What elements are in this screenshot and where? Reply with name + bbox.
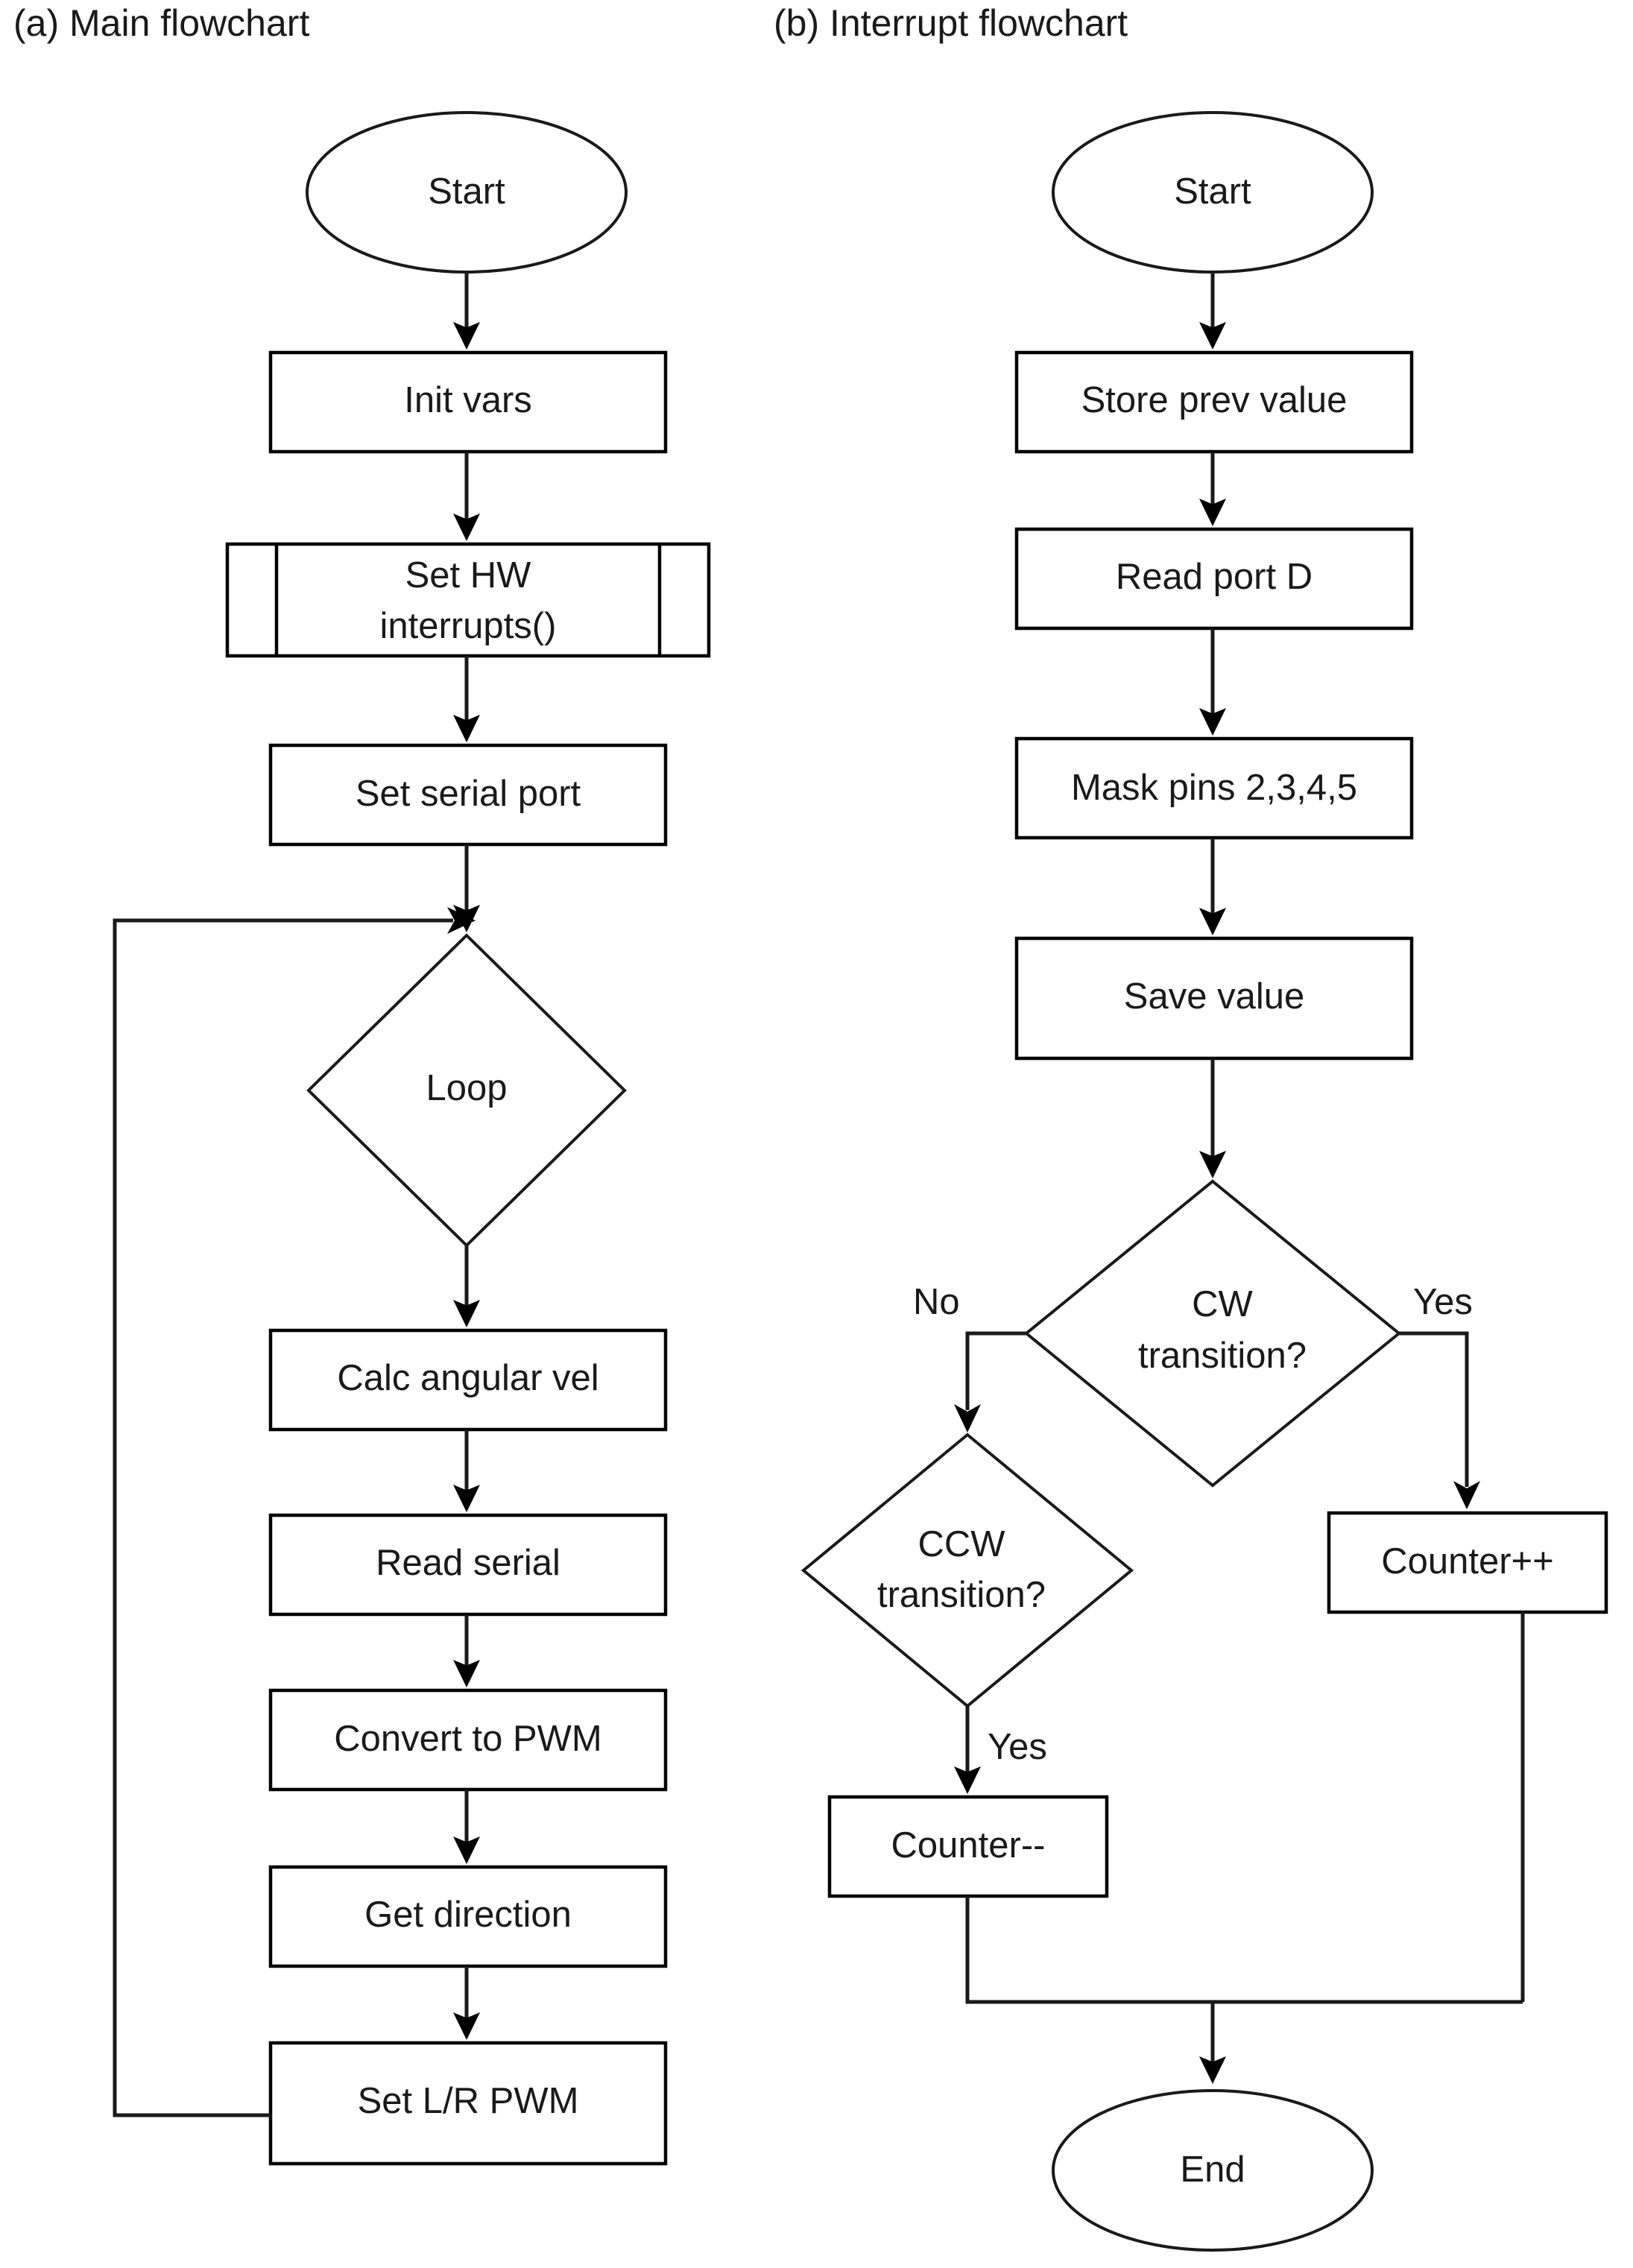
- node-read-serial-label: Read serial: [376, 1543, 560, 1583]
- node-loop-decision[interactable]: Loop: [306, 933, 627, 1248]
- node-set-serial-port[interactable]: Set serial port: [268, 743, 668, 847]
- node-end-interrupt[interactable]: End: [1052, 2089, 1374, 2252]
- panel-caption-main: (a) Main flowchart: [13, 2, 309, 44]
- node-mask-pins[interactable]: Mask pins 2,3,4,5: [1014, 736, 1414, 840]
- node-start-interrupt[interactable]: Start: [1052, 111, 1374, 274]
- edge-feedback-arrowhead: [447, 907, 476, 934]
- node-convert-to-pwm-label: Convert to PWM: [334, 1719, 601, 1759]
- node-store-prev-value-label: Store prev value: [1081, 380, 1348, 420]
- branch-label-cw-no: No: [913, 1282, 960, 1322]
- node-start-main[interactable]: Start: [306, 111, 628, 274]
- node-read-port-d-label: Read port D: [1116, 557, 1313, 597]
- node-mask-pins-label: Mask pins 2,3,4,5: [1071, 768, 1357, 808]
- panel-main-flowchart: Start Init vars Set HW interrupts(): [113, 111, 711, 2166]
- node-set-hw-interrupts-label-line2: interrupts(): [380, 606, 557, 646]
- node-set-hw-interrupts[interactable]: Set HW interrupts(): [225, 542, 711, 658]
- node-loop-decision-label: Loop: [426, 1068, 507, 1108]
- node-counter-increment-label: Counter++: [1381, 1541, 1554, 1582]
- ccw-diamond-shape: [800, 1432, 1134, 1708]
- edge-setlrpwm-feedback-to-loop: [113, 918, 453, 2117]
- node-set-hw-interrupts-label-line1: Set HW: [405, 555, 532, 596]
- node-save-value-label: Save value: [1124, 976, 1304, 1017]
- node-store-prev-value[interactable]: Store prev value: [1014, 350, 1414, 454]
- edge-cw-yes-arrowhead: [1453, 1481, 1480, 1509]
- panel-interrupt-flowchart: Start Store prev value Read port D Mas: [800, 111, 1608, 2252]
- node-save-value[interactable]: Save value: [1014, 936, 1414, 1061]
- cw-diamond-shape: [1023, 1179, 1402, 1488]
- node-ccw-transition-decision[interactable]: CCW transition?: [800, 1432, 1134, 1708]
- node-ccw-transition-label-line2: transition?: [877, 1575, 1046, 1615]
- node-ccw-transition-label-line1: CCW: [917, 1524, 1005, 1564]
- node-init-vars[interactable]: Init vars: [268, 350, 668, 454]
- node-counter-decrement[interactable]: Counter--: [827, 1795, 1109, 1898]
- branch-label-cw-yes: Yes: [1413, 1282, 1473, 1322]
- edge-cw-no-arrowhead: [954, 1404, 981, 1432]
- node-read-port-d[interactable]: Read port D: [1014, 527, 1414, 631]
- node-set-lr-pwm-label: Set L/R PWM: [358, 2081, 579, 2121]
- edge-cw-no-to-ccw: [965, 1331, 1026, 1410]
- node-read-serial[interactable]: Read serial: [268, 1513, 668, 1617]
- node-start-interrupt-label: Start: [1174, 171, 1251, 212]
- node-cw-transition-label-line1: CW: [1192, 1284, 1253, 1324]
- node-set-lr-pwm[interactable]: Set L/R PWM: [268, 2041, 668, 2166]
- edge-counter-dec-to-merge-rail: [965, 1896, 1523, 2004]
- node-counter-increment[interactable]: Counter++: [1327, 1511, 1608, 1614]
- panel-caption-interrupt: (b) Interrupt flowchart: [774, 2, 1128, 44]
- branch-label-ccw-yes: Yes: [988, 1727, 1047, 1767]
- node-calc-angular-vel-label: Calc angular vel: [337, 1358, 598, 1398]
- node-start-main-label: Start: [428, 171, 505, 212]
- node-counter-decrement-label: Counter--: [891, 1825, 1046, 1866]
- node-set-serial-port-label: Set serial port: [356, 774, 581, 814]
- node-convert-to-pwm[interactable]: Convert to PWM: [268, 1688, 668, 1792]
- node-get-direction[interactable]: Get direction: [268, 1865, 668, 1968]
- node-end-interrupt-label: End: [1180, 2149, 1245, 2190]
- node-init-vars-label: Init vars: [404, 380, 532, 420]
- edge-cw-yes-to-counter-inc: [1399, 1331, 1469, 1487]
- node-get-direction-label: Get direction: [364, 1895, 572, 1935]
- node-cw-transition-decision[interactable]: CW transition?: [1023, 1179, 1402, 1488]
- node-calc-angular-vel[interactable]: Calc angular vel: [268, 1328, 668, 1432]
- node-cw-transition-label-line2: transition?: [1138, 1336, 1307, 1376]
